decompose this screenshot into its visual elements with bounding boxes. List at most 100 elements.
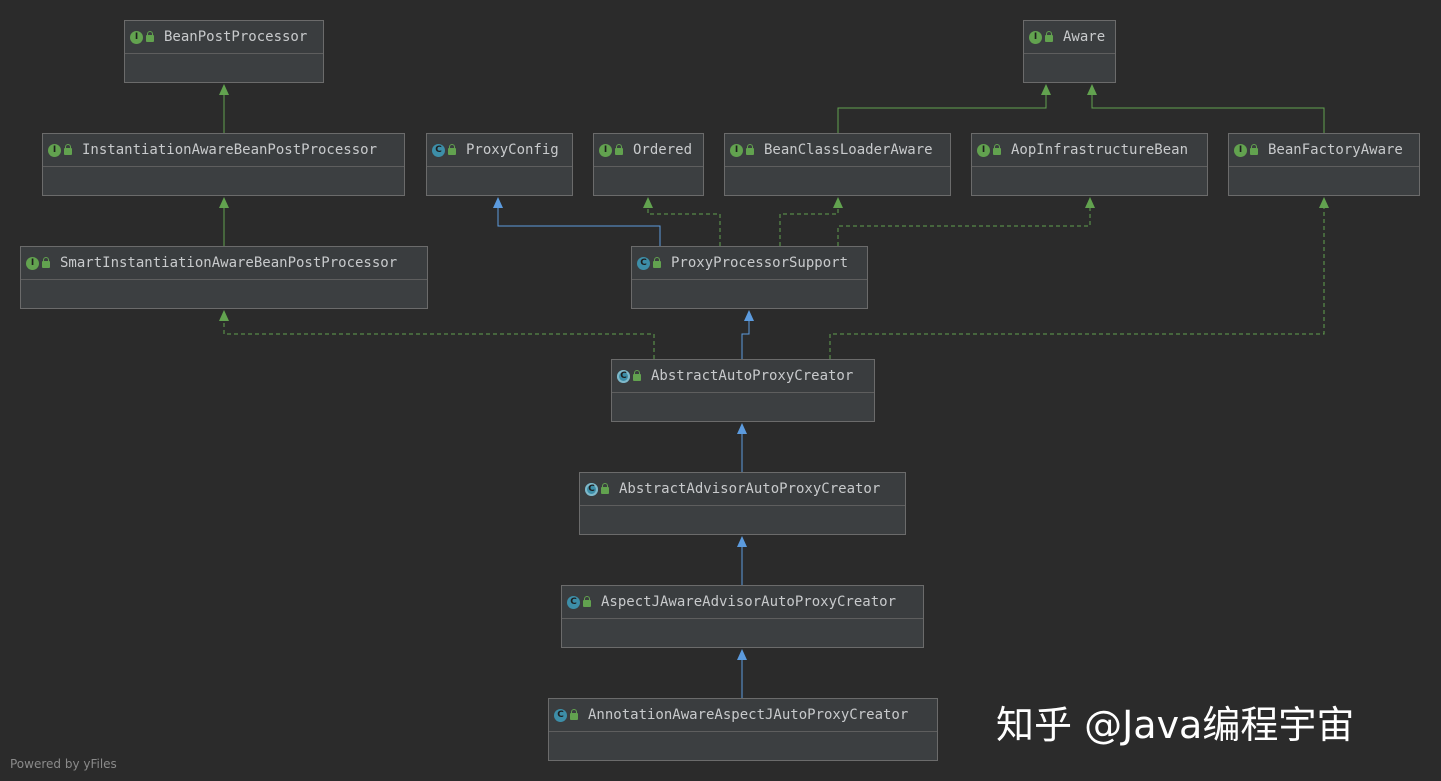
arrowhead <box>1319 197 1329 208</box>
class-node-header: I BeanPostProcessor <box>125 21 323 54</box>
public-lock-icon <box>583 596 591 607</box>
class-node-header: I Ordered <box>594 134 703 167</box>
public-lock-icon <box>146 31 154 42</box>
class-name: Aware <box>1063 29 1106 45</box>
arrowhead <box>1041 84 1051 95</box>
class-node-aib[interactable]: I AopInfrastructureBean <box>971 133 1208 196</box>
edge-ajaapc-to-aaapc <box>737 536 747 585</box>
abstract-class-icon: C <box>585 482 598 496</box>
edge-aaapc-to-aapc <box>737 423 747 472</box>
public-lock-icon <box>42 257 50 268</box>
class-name: ProxyConfig <box>466 142 559 158</box>
arrowhead <box>833 197 843 208</box>
edge-pps-to-bcla <box>779 197 843 246</box>
edge-iabpp-to-bpp <box>219 84 229 133</box>
arrowhead <box>219 84 229 95</box>
class-node-iabpp[interactable]: I InstantiationAwareBeanPostProcessor <box>42 133 405 196</box>
public-lock-icon <box>570 709 578 720</box>
edge-bcla-to-aware <box>837 84 1051 133</box>
interface-icon: I <box>26 256 39 270</box>
class-node-header: I InstantiationAwareBeanPostProcessor <box>43 134 404 167</box>
class-name: AnnotationAwareAspectJAutoProxyCreator <box>588 707 909 723</box>
class-icon: C <box>554 708 567 722</box>
interface-icon: I <box>48 143 61 157</box>
arrowhead <box>737 649 747 660</box>
class-node-header: C ProxyProcessorSupport <box>632 247 867 280</box>
class-node-pps[interactable]: C ProxyProcessorSupport <box>631 246 868 309</box>
public-lock-icon <box>1250 144 1258 155</box>
interface-icon: I <box>130 30 143 44</box>
class-node-bcla[interactable]: I BeanClassLoaderAware <box>724 133 951 196</box>
class-name: AbstractAdvisorAutoProxyCreator <box>619 481 881 497</box>
class-node-aajapc[interactable]: C AnnotationAwareAspectJAutoProxyCreator <box>548 698 938 761</box>
edge-bfa-to-aware <box>1087 84 1325 133</box>
class-node-header: C AspectJAwareAdvisorAutoProxyCreator <box>562 586 923 619</box>
class-node-header: I SmartInstantiationAwareBeanPostProcesso… <box>21 247 427 280</box>
class-node-header: I BeanFactoryAware <box>1229 134 1419 167</box>
class-name: BeanClassLoaderAware <box>764 142 933 158</box>
public-lock-icon <box>601 483 609 494</box>
interface-icon: I <box>599 143 612 157</box>
public-lock-icon <box>633 370 641 381</box>
class-name: AbstractAutoProxyCreator <box>651 368 854 384</box>
arrowhead <box>737 536 747 547</box>
public-lock-icon <box>615 144 623 155</box>
class-node-header: C ProxyConfig <box>427 134 572 167</box>
class-node-aware[interactable]: I Aware <box>1023 20 1116 83</box>
class-name: InstantiationAwareBeanPostProcessor <box>82 142 378 158</box>
class-node-ord[interactable]: I Ordered <box>593 133 704 196</box>
arrowhead <box>737 423 747 434</box>
edge-aajapc-to-ajaapc <box>737 649 747 698</box>
watermark: 知乎 @Java编程宇宙 <box>996 703 1355 747</box>
class-node-header: I BeanClassLoaderAware <box>725 134 950 167</box>
class-node-aaapc[interactable]: C AbstractAdvisorAutoProxyCreator <box>579 472 906 535</box>
powered-by-credit: Powered by yFiles <box>10 757 117 771</box>
edge-aapc-to-bfa <box>829 197 1329 359</box>
class-node-pc[interactable]: C ProxyConfig <box>426 133 573 196</box>
abstract-class-icon: C <box>617 369 630 383</box>
arrowhead <box>219 197 229 208</box>
class-icon: C <box>432 143 445 157</box>
class-name: ProxyProcessorSupport <box>671 255 849 271</box>
interface-icon: I <box>977 143 990 157</box>
class-name: Ordered <box>633 142 693 158</box>
edge-pps-to-aib <box>837 197 1095 246</box>
edge-pps-to-ord <box>643 197 721 246</box>
public-lock-icon <box>993 144 1001 155</box>
edge-aapc-to-siabpp <box>219 310 655 359</box>
class-node-ajaapc[interactable]: C AspectJAwareAdvisorAutoProxyCreator <box>561 585 924 648</box>
class-name: AopInfrastructureBean <box>1011 142 1189 158</box>
class-node-header: I Aware <box>1024 21 1115 54</box>
public-lock-icon <box>653 257 661 268</box>
public-lock-icon <box>1045 31 1053 42</box>
edge-aapc-to-pps <box>741 310 754 359</box>
public-lock-icon <box>448 144 456 155</box>
interface-icon: I <box>1234 143 1247 157</box>
class-name: AspectJAwareAdvisorAutoProxyCreator <box>601 594 897 610</box>
class-node-header: C AbstractAdvisorAutoProxyCreator <box>580 473 905 506</box>
public-lock-icon <box>64 144 72 155</box>
edge-siabpp-to-iabpp <box>219 197 229 246</box>
class-name: BeanPostProcessor <box>164 29 308 45</box>
class-node-header: I AopInfrastructureBean <box>972 134 1207 167</box>
class-node-header: C AnnotationAwareAspectJAutoProxyCreator <box>549 699 937 732</box>
arrowhead <box>219 310 229 321</box>
arrowhead <box>744 310 754 321</box>
class-icon: C <box>567 595 580 609</box>
class-node-siabpp[interactable]: I SmartInstantiationAwareBeanPostProcesso… <box>20 246 428 309</box>
class-name: BeanFactoryAware <box>1268 142 1403 158</box>
class-node-aapc[interactable]: C AbstractAutoProxyCreator <box>611 359 875 422</box>
class-node-bpp[interactable]: I BeanPostProcessor <box>124 20 324 83</box>
arrowhead <box>1085 197 1095 208</box>
class-node-bfa[interactable]: I BeanFactoryAware <box>1228 133 1420 196</box>
class-icon: C <box>637 256 650 270</box>
interface-icon: I <box>1029 30 1042 44</box>
interface-icon: I <box>730 143 743 157</box>
edge-pps-to-pc <box>493 197 661 246</box>
arrowhead <box>643 197 653 208</box>
class-name: SmartInstantiationAwareBeanPostProcessor <box>60 255 398 271</box>
arrowhead <box>1087 84 1097 95</box>
class-node-header: C AbstractAutoProxyCreator <box>612 360 874 393</box>
public-lock-icon <box>746 144 754 155</box>
